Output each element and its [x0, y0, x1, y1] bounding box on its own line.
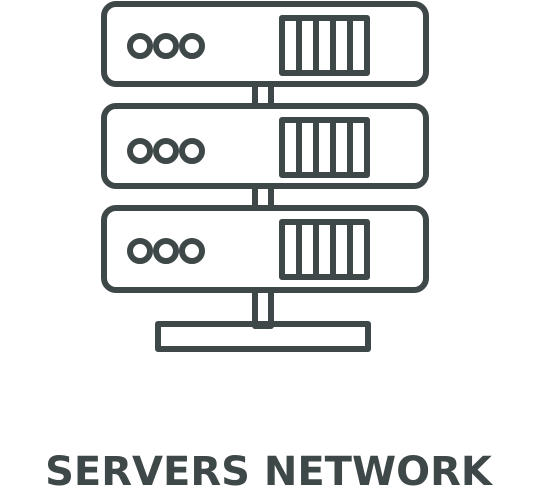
- server-unit-2-light-3: [179, 138, 205, 164]
- server-unit-1-case: [101, 1, 429, 87]
- server-unit-3-vent: [279, 219, 370, 280]
- server-unit-2-case: [101, 103, 429, 189]
- server-unit-3: [101, 205, 429, 293]
- server-unit-1-vent: [279, 15, 370, 76]
- server-unit-3-light-1: [127, 238, 153, 264]
- server-unit-2-light-2: [153, 138, 179, 164]
- server-unit-1-light-1: [127, 33, 153, 59]
- stand-pole: [252, 287, 274, 329]
- server-unit-3-light-3: [179, 238, 205, 264]
- server-unit-3-case: [101, 205, 429, 293]
- server-unit-2: [101, 103, 429, 189]
- connector-middle: [252, 183, 274, 211]
- stand-base: [155, 321, 371, 352]
- server-unit-2-vent: [279, 117, 370, 178]
- server-unit-1: [101, 1, 429, 87]
- server-rack-icon: [101, 1, 429, 352]
- server-unit-1-light-3: [179, 33, 205, 59]
- server-unit-2-light-1: [127, 138, 153, 164]
- server-unit-1-light-2: [153, 33, 179, 59]
- caption-title: SERVERS NETWORK: [45, 449, 492, 495]
- connector-top: [252, 81, 274, 109]
- server-unit-3-light-2: [153, 238, 179, 264]
